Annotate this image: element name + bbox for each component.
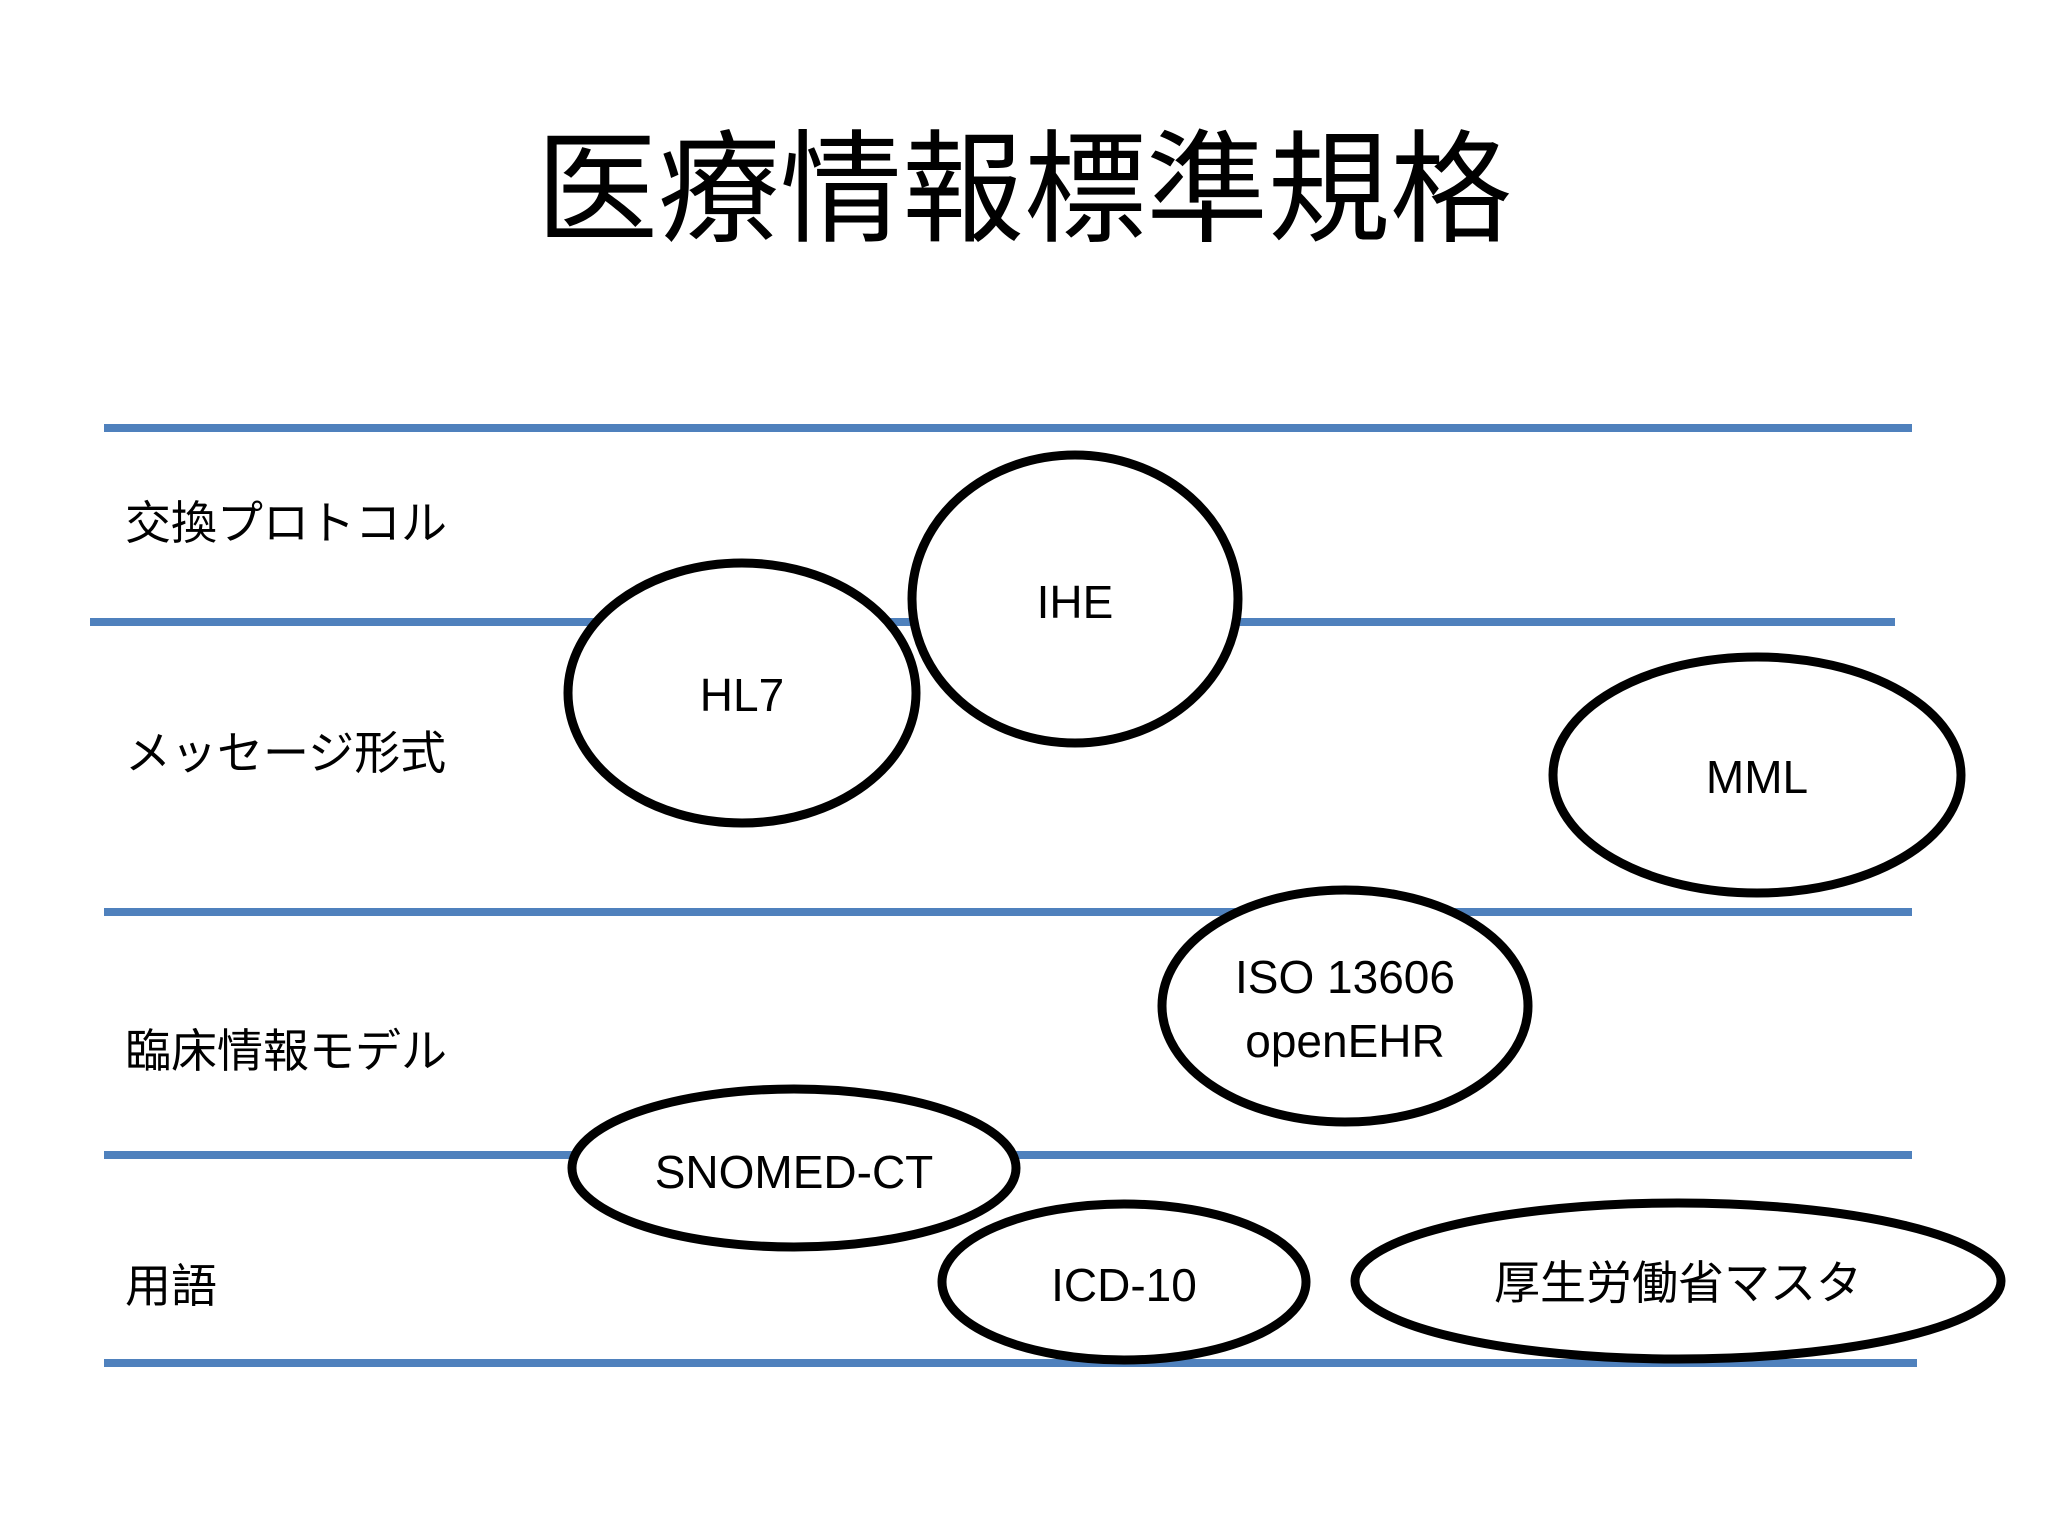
ihe-ellipse-shape: [907, 450, 1243, 748]
ellipse-ihe: IHE: [907, 450, 1243, 748]
iso13606-label: ISO 13606: [1235, 951, 1455, 1003]
hl7-label: HL7: [700, 669, 784, 721]
openehr-label: openEHR: [1245, 1015, 1444, 1067]
iso13606-ellipse-shape: [1157, 885, 1533, 1127]
ihe-label: IHE: [1037, 576, 1114, 628]
hl7-ellipse-shape: [563, 558, 921, 828]
row-label-exchange-protocol: 交換プロトコル: [125, 497, 447, 549]
mml-ellipse-shape: [1548, 652, 1966, 898]
snomed-ct-label: SNOMED-CT: [655, 1146, 934, 1198]
ellipse-snomed-ct: SNOMED-CT: [567, 1084, 1021, 1252]
icd-10-label: ICD-10: [1051, 1259, 1197, 1311]
mhlw-master-ellipse-shape: [1350, 1198, 2006, 1364]
row-label-terminology: 用語: [125, 1260, 217, 1312]
slide-title: 医療情報標準規格: [536, 122, 1512, 258]
row-label-clinical-information-model: 臨床情報モデル: [125, 1025, 447, 1077]
mml-label: MML: [1706, 751, 1808, 803]
ellipse-hl7: HL7: [563, 558, 921, 828]
ellipse-mml: MML: [1548, 652, 1966, 898]
snomed-ct-ellipse-shape: [567, 1084, 1021, 1252]
mhlw-master-label: 厚生労働省マスタ: [1494, 1257, 1862, 1309]
ellipse-iso13606-openehr: ISO 13606 openEHR: [1157, 885, 1533, 1127]
icd-10-ellipse-shape: [937, 1199, 1311, 1365]
ellipse-icd-10: ICD-10: [937, 1199, 1311, 1365]
row-label-message-format: メッセージ形式: [125, 727, 446, 779]
ellipse-mhlw-master: 厚生労働省マスタ: [1350, 1198, 2006, 1364]
